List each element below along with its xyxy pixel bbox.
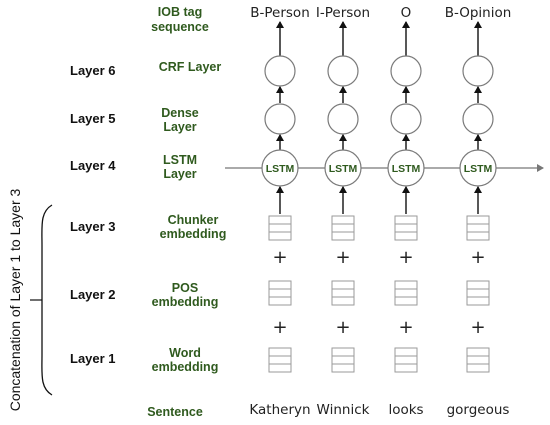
dense-node-1 [264, 103, 296, 135]
pos-embedding-1 [268, 280, 292, 306]
lstm-node-label-4: LSTM [464, 163, 493, 175]
layer-1-label: Layer 1 [70, 351, 116, 366]
tag-label-1: B-Person [250, 5, 310, 21]
lstm-node-label-1: LSTM [266, 163, 295, 175]
chunker-embedding-3 [394, 215, 418, 241]
plus-sign-upper-4: + [470, 247, 485, 268]
layer-2-label: Layer 2 [70, 287, 116, 302]
word-embedding-1 [268, 347, 292, 373]
word-embedding-4 [466, 347, 490, 373]
word-embedding-2 [331, 347, 355, 373]
dense-desc-line2: Layer [163, 120, 196, 134]
word-desc-line1: Word [169, 346, 201, 360]
crf-node-3 [390, 55, 422, 87]
concatenation-bracket [41, 204, 53, 396]
crf-node-2 [327, 55, 359, 87]
tag-label-2: I-Person [316, 5, 370, 21]
plus-sign-upper-3: + [398, 247, 413, 268]
sentence-word-3: looks [388, 402, 423, 418]
sentence-label: Sentence [147, 405, 203, 419]
dense-desc-line1: Dense [161, 106, 199, 120]
chunker-embedding-2 [331, 215, 355, 241]
plus-sign-upper-1: + [272, 247, 287, 268]
plus-sign-upper-2: + [335, 247, 350, 268]
dense-node-4 [462, 103, 494, 135]
chunker-embedding-1 [268, 215, 292, 241]
dense-node-2 [327, 103, 359, 135]
layer-4-label: Layer 4 [70, 158, 116, 173]
lstm-desc-line2: Layer [163, 167, 196, 181]
plus-sign-lower-4: + [470, 317, 485, 338]
crf-node-4 [462, 55, 494, 87]
chunker-desc-line2: embedding [160, 227, 227, 241]
layer-3-label: Layer 3 [70, 219, 116, 234]
sentence-word-1: Katheryn [249, 402, 310, 418]
layer-6-label: Layer 6 [70, 63, 116, 78]
pos-desc-line1: POS [172, 281, 198, 295]
lstm-desc-line1: LSTM [163, 153, 197, 167]
plus-sign-lower-3: + [398, 317, 413, 338]
pos-embedding-2 [331, 280, 355, 306]
layer-5-label: Layer 5 [70, 111, 116, 126]
lstm-node-label-3: LSTM [392, 163, 421, 175]
iob-desc-line1: IOB tag [158, 5, 202, 19]
pos-embedding-4 [466, 280, 490, 306]
iob-desc-line2: sequence [151, 20, 209, 34]
sentence-word-4: gorgeous [447, 402, 510, 418]
chunker-embedding-4 [466, 215, 490, 241]
plus-sign-lower-2: + [335, 317, 350, 338]
word-desc-line2: embedding [152, 360, 219, 374]
dense-node-3 [390, 103, 422, 135]
tag-label-3: O [401, 5, 412, 21]
tag-label-4: B-Opinion [445, 5, 512, 21]
word-embedding-3 [394, 347, 418, 373]
pos-embedding-3 [394, 280, 418, 306]
chunker-desc-line1: Chunker [168, 213, 219, 227]
crf-desc: CRF Layer [159, 60, 222, 74]
sentence-word-2: Winnick [317, 402, 370, 418]
crf-node-1 [264, 55, 296, 87]
lstm-node-label-2: LSTM [329, 163, 358, 175]
plus-sign-lower-1: + [272, 317, 287, 338]
pos-desc-line2: embedding [152, 295, 219, 309]
concatenation-label: Concatenation of Layer 1 to Layer 3 [7, 188, 23, 411]
